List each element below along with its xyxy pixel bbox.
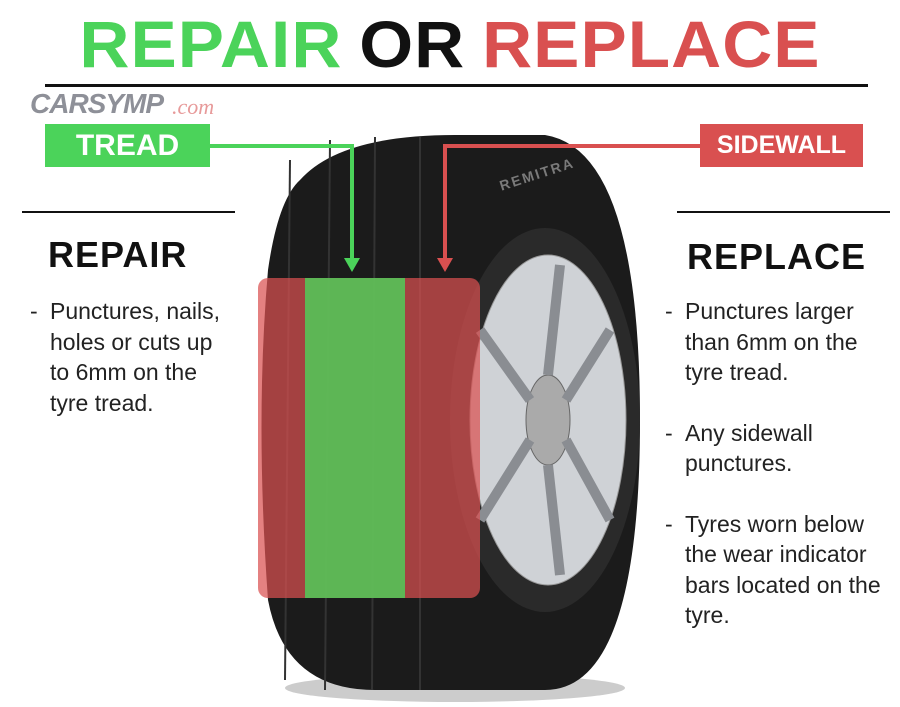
replace-list: -Punctures larger than 6mm on the tyre t… bbox=[665, 296, 885, 661]
sidewall-pointer-line bbox=[443, 144, 700, 265]
replace-divider bbox=[677, 211, 890, 213]
wheel-hub bbox=[525, 374, 571, 466]
watermark-logo: CARSYMP bbox=[30, 88, 164, 119]
repair-heading: REPAIR bbox=[48, 234, 188, 275]
title-repair: REPAIR bbox=[79, 7, 343, 81]
list-item: -Tyres worn below the wear indicator bar… bbox=[665, 510, 881, 629]
repair-divider bbox=[22, 211, 235, 213]
rim-spokes bbox=[475, 264, 615, 576]
watermark-suffix: .com bbox=[172, 94, 215, 119]
sidewall-label: SIDEWALL bbox=[700, 124, 863, 167]
tread-arrow-icon bbox=[344, 258, 360, 272]
replace-heading: REPLACE bbox=[687, 236, 867, 277]
tread-label: TREAD bbox=[45, 124, 210, 167]
list-item: -Punctures, nails, holes or cuts up to 6… bbox=[30, 298, 221, 416]
title-replace: REPLACE bbox=[482, 7, 821, 81]
tread-zone bbox=[305, 278, 405, 598]
sidewall-arrow-icon bbox=[437, 258, 453, 272]
tread-pointer-line bbox=[210, 144, 354, 265]
repair-list: -Punctures, nails, holes or cuts up to 6… bbox=[30, 296, 230, 448]
list-item: -Any sidewall punctures. bbox=[665, 419, 813, 477]
list-item: -Punctures larger than 6mm on the tyre t… bbox=[665, 298, 858, 385]
title-or: OR bbox=[359, 7, 466, 81]
title-divider bbox=[45, 84, 868, 87]
